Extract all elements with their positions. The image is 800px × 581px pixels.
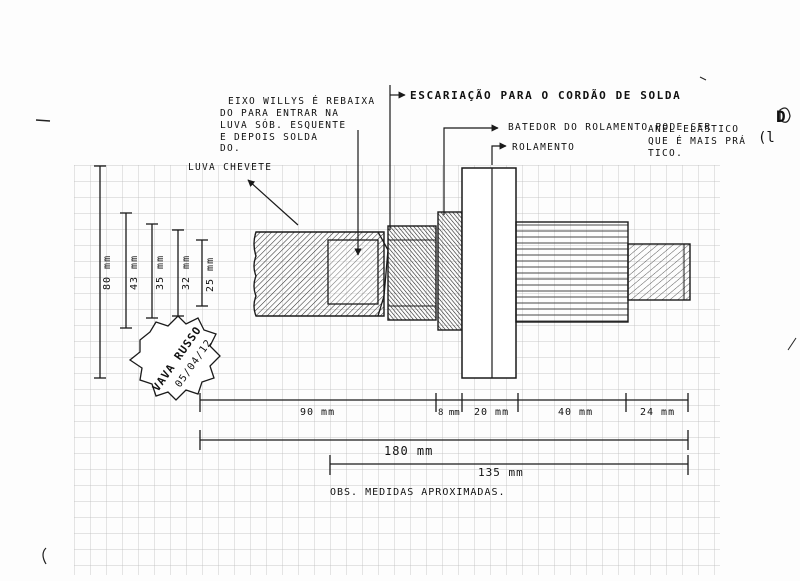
end-section xyxy=(627,243,691,301)
collar-section xyxy=(387,225,437,321)
dim-90: 90 mm xyxy=(300,407,335,418)
note-eixo-line2: DO PARA ENTRAR NA xyxy=(220,108,339,119)
note-eixo-line3: LUVA SÓB. ESQUENTE xyxy=(220,119,346,131)
dim-180: 180 mm xyxy=(384,444,433,458)
author-stamp: VAVA RUSSO 05/04/12 xyxy=(128,315,221,401)
weld-groove xyxy=(377,231,389,317)
note-luva: LUVA CHEVETE xyxy=(188,162,272,173)
dim-35: 35 mm xyxy=(155,255,166,290)
dim-43: 43 mm xyxy=(129,255,140,290)
leader-rolamento xyxy=(491,142,507,165)
note-eixo-line5: DO. xyxy=(220,143,241,154)
note-escariacao: ESCARIAÇÃO PARA O CORDÃO DE SOLDA xyxy=(410,89,681,102)
side-letter: (l xyxy=(758,130,775,146)
leader-batedor xyxy=(443,124,499,215)
horizontal-dimension-lines xyxy=(199,393,689,475)
dim-24: 24 mm xyxy=(640,407,675,418)
note-anel-line1: ANEL ELÁSTICO xyxy=(648,123,739,135)
leader-luva xyxy=(247,179,299,226)
eixo-insert xyxy=(327,239,379,305)
vertical-dimension-lines xyxy=(94,165,208,379)
corner-mark xyxy=(779,107,791,123)
dim-25: 25 mm xyxy=(205,257,216,292)
note-eixo-line1: EIXO WILLYS É REBAIXA xyxy=(228,95,375,107)
batedor-section xyxy=(437,211,463,331)
dim-40: 40 mm xyxy=(558,407,593,418)
dim-135: 135 mm xyxy=(478,466,524,479)
stray-mark xyxy=(787,337,797,351)
stray-mark xyxy=(42,547,47,565)
note-batedor: BATEDOR DO ROLAMENTO PODE SER xyxy=(508,122,712,133)
dim-8: 8 mm xyxy=(438,408,460,418)
stray-mark xyxy=(699,76,707,81)
note-obs: OBS. MEDIDAS APROXIMADAS. xyxy=(330,487,506,498)
dim-80: 80 mm xyxy=(102,255,113,290)
dim-32: 32 mm xyxy=(181,255,192,290)
note-eixo-line4: E DEPOIS SOLDA xyxy=(220,132,318,143)
spline-section xyxy=(515,221,629,323)
dim-20: 20 mm xyxy=(474,407,509,418)
corner-letter: D xyxy=(776,107,786,126)
rolamento-section xyxy=(461,167,517,379)
note-rolamento: ROLAMENTO xyxy=(512,142,575,153)
note-anel-line2: QUE É MAIS PRÁ xyxy=(648,135,746,147)
stray-mark xyxy=(35,119,51,122)
note-anel-line3: TICO. xyxy=(648,148,683,159)
luva-section xyxy=(253,231,385,317)
